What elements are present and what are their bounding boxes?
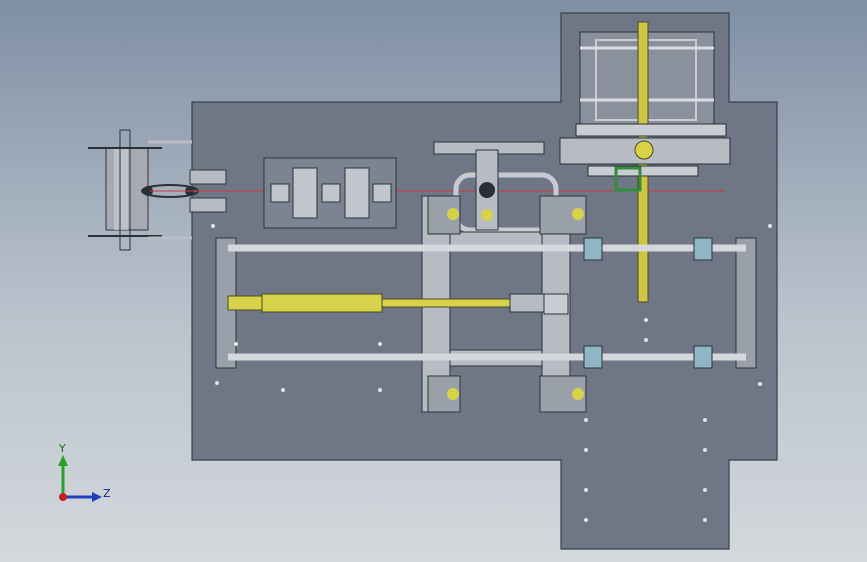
triad-z-label: Z: [103, 487, 111, 500]
spool-assembly: [88, 129, 227, 251]
triad-y-label: Y: [59, 442, 66, 455]
gripper-mechanism: [559, 21, 731, 303]
orientation-triad: [58, 455, 102, 502]
guide-rods: [215, 237, 757, 369]
mounting-holes: [211, 224, 772, 522]
left-fixture: [263, 157, 397, 229]
pneumatic-cylinder: [227, 293, 569, 315]
